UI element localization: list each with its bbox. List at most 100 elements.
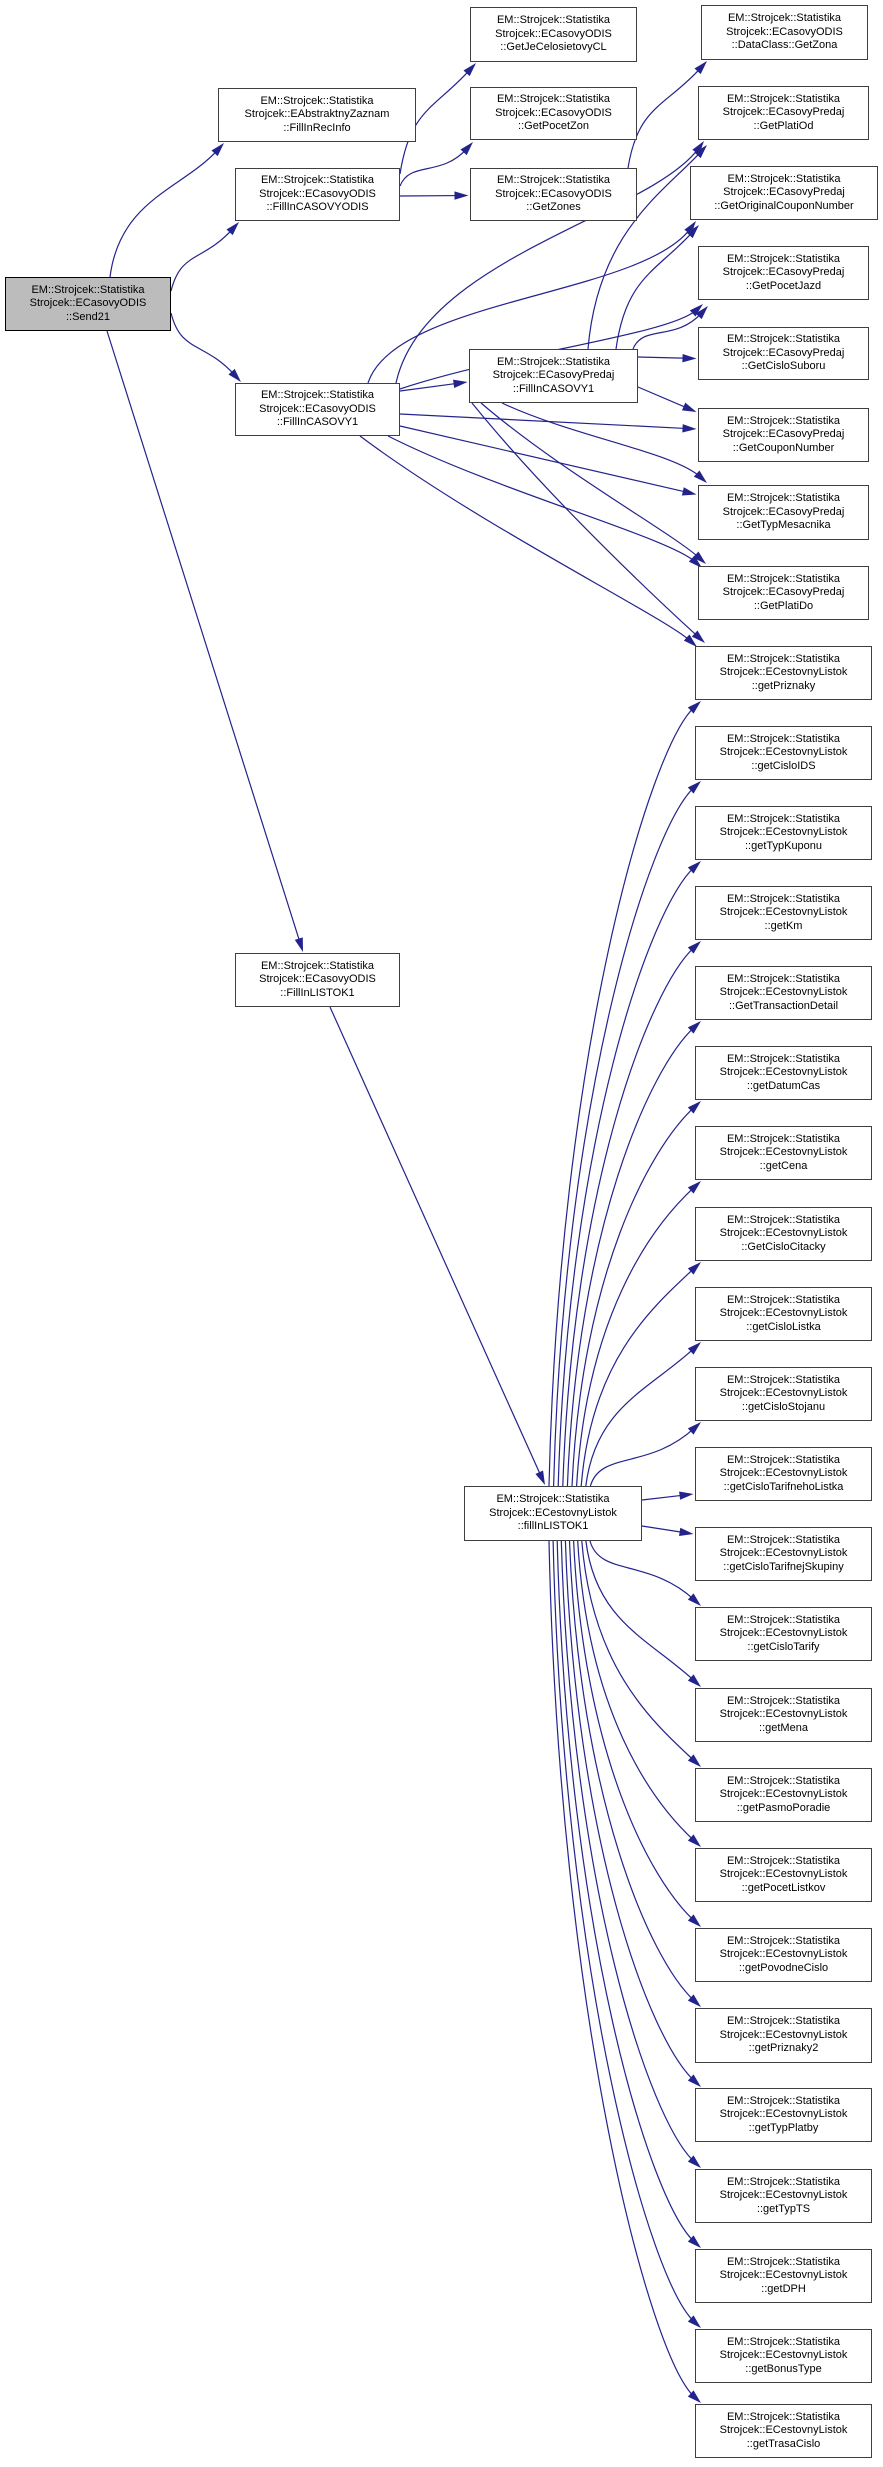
node-label-line: Strojcek::ECestovnyListok [719, 1227, 848, 1240]
node-label-line: EM::Strojcek::Statistika [726, 972, 841, 985]
arrowhead-listok1_listok-getpriznaky [687, 701, 701, 714]
node-label-line: EM::Strojcek::Statistika [726, 1694, 841, 1707]
node-label-line: Strojcek::ECestovnyListok [719, 746, 848, 759]
node-label-line: ::getPocetListkov [741, 1881, 826, 1894]
node-label-line: EM::Strojcek::Statistika [726, 2335, 841, 2348]
node-label-line: EM::Strojcek::Statistika [726, 492, 841, 505]
edge-listok1_listok-gettransactiondetail [566, 1026, 695, 1487]
node-label-line: EM::Strojcek::Statistika [726, 1613, 841, 1626]
edge-casovy1_odis-getoriginalcouponnumber [367, 227, 692, 384]
arrowhead-casovy1_odis-getplatido [688, 555, 702, 568]
edge-casovy1_odis-casovy1_predaj [399, 382, 459, 392]
node-label-line: ::getKm [764, 919, 803, 932]
edge-listok1_listok-getcena [576, 1186, 695, 1487]
node-label-line: ::getTypPlatby [748, 2121, 819, 2134]
node-label-line: EM::Strojcek::Statistika [496, 14, 611, 27]
node-label-line: EM::Strojcek::Statistika [726, 1934, 841, 1947]
edge-listok1_listok-getmena [585, 1540, 695, 1682]
arrowhead-zones-getzona [694, 61, 707, 75]
node-label-line: Strojcek::ECasovyPredaj [722, 505, 845, 518]
node-label-line: ::FillInLISTOK1 [280, 986, 355, 999]
edge-casovy1_odis-getcouponnumber [399, 413, 688, 430]
node-label-line: Strojcek::ECestovnyListok [719, 1868, 848, 1881]
arrowhead-casovy1_predaj-getcouponnumber [681, 402, 697, 412]
edge-casovy1_predaj-getpocetjazd [632, 312, 703, 350]
edge-listok1_listok-getbonustype [552, 1540, 695, 2323]
node-label-line: Strojcek::ECasovyPredaj [722, 346, 845, 359]
node-label-line: ::GetTransactionDetail [728, 999, 839, 1012]
node-label-line: ::GetOriginalCouponNumber [714, 199, 854, 212]
node-label-line: EM::Strojcek::Statistika [726, 1854, 841, 1867]
node-label-line: EM::Strojcek::Statistika [726, 1213, 841, 1226]
edge-casovyodis-jecelosietovycl [399, 69, 471, 175]
node-label-line: Strojcek::ECasovyPredaj [723, 186, 845, 199]
node-label-line: Strojcek::ECestovnyListok [489, 1506, 617, 1519]
node-label-line: ::getCisloTarifnejSkupiny [723, 1560, 844, 1573]
node-label-line: ::Send21 [65, 310, 111, 323]
node-label-line: Strojcek::ECestovnyListok [719, 826, 848, 839]
edge-casovy1_odis-getplatido [387, 435, 696, 563]
edge-casovy1_predaj-getcislosuboru [637, 356, 688, 359]
node-label-line: EM::Strojcek::Statistika [726, 1533, 841, 1546]
node-label-line: Strojcek::ECasovyPredaj [722, 106, 845, 119]
node-label-line: Strojcek::ECestovnyListok [719, 1708, 848, 1721]
edge-send21-casovy1_odis [170, 312, 236, 376]
node-label-line: Strojcek::ECasovyODIS [495, 27, 612, 40]
node-label-line: ::getCisloIDS [751, 759, 816, 772]
arrowhead-listok1_listok-gettransactiondetail [687, 1021, 701, 1034]
edge-listok1_listok-getcislotarifneholistka [641, 1494, 685, 1501]
edge-casovy1_odis-gettypmesacnika [399, 425, 688, 494]
arrowhead-casovy1_odis-getcouponnumber [682, 424, 697, 433]
arrowhead-casovy1_predaj-gettypmesacnika [693, 470, 707, 483]
node-label-line: ::FillInRecInfo [283, 121, 351, 134]
node-label-line: ::getCisloTarifnehoListka [723, 1480, 844, 1493]
node-label-line: EM::Strojcek::Statistika [726, 1453, 841, 1466]
arrowhead-casovy1_predaj-getplatiod [694, 145, 707, 159]
node-label-line: Strojcek::ECestovnyListok [719, 906, 848, 919]
arrowhead-casovy1_predaj-getcislosuboru [682, 353, 697, 363]
node-label-line: Strojcek::ECestovnyListok [719, 1547, 848, 1560]
